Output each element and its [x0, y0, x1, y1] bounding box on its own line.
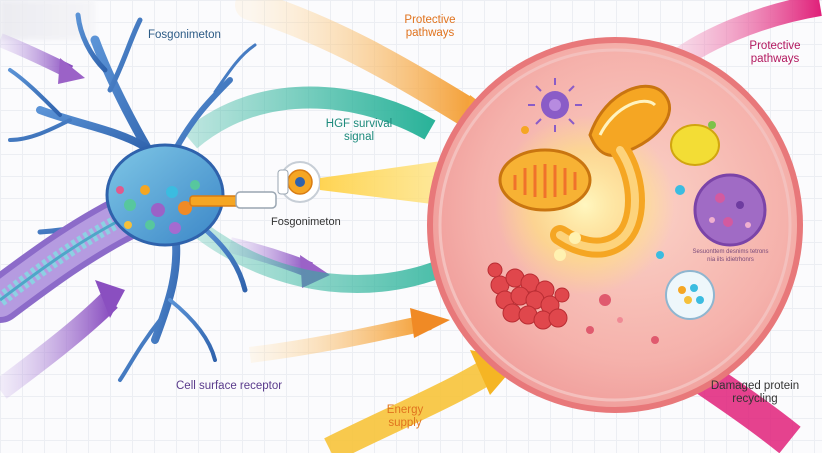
purple-arrow-topleft-head: [58, 58, 85, 84]
orange-arrow-bottom-head: [410, 308, 450, 338]
yellow-arrow-bottom: [324, 358, 497, 453]
neuron-dendrites: [8, 12, 257, 382]
protein-aggregate: [487, 262, 570, 330]
label-fosgonimeton-top: Fosgonimeton: [148, 29, 221, 41]
purple-arrow-bottomleft: [0, 292, 118, 399]
purple-arrow-bottomleft-head: [95, 280, 125, 318]
neuron-soma: [105, 143, 225, 247]
receptor-cluster: [116, 180, 200, 234]
vesicle: [665, 270, 715, 320]
fosgonimeton-molecule: [189, 161, 321, 209]
label-hgf-signal: HGF survival signal: [325, 118, 393, 143]
label-micro-text: Sesuonttem desnims tetrons nia iits idie…: [692, 249, 769, 263]
label-fosgonimeton-mid: Fosgonimeton: [271, 216, 341, 228]
label-energy-supply: Energy supply: [386, 404, 424, 429]
label-protective-pathways-right: Protective pathways: [749, 40, 801, 65]
teal-arrow-mid: [194, 222, 465, 293]
orange-arrow-bottom: [249, 314, 432, 363]
axon: [0, 192, 153, 323]
mitochondrion-main: [498, 148, 592, 212]
cell-dots: [521, 126, 685, 344]
label-damaged-protein-recycling: Damaged protein recycling: [710, 380, 800, 405]
label-protective-pathways-top: Protective pathways: [404, 14, 456, 39]
purple-particle: [528, 78, 582, 132]
lysosome: [693, 173, 767, 247]
teal-arrow-top: [182, 86, 436, 149]
orange-arrow-top: [235, 0, 495, 135]
yellow-organelle: [670, 124, 720, 166]
label-cell-surface-receptor: Cell surface receptor: [176, 380, 283, 392]
